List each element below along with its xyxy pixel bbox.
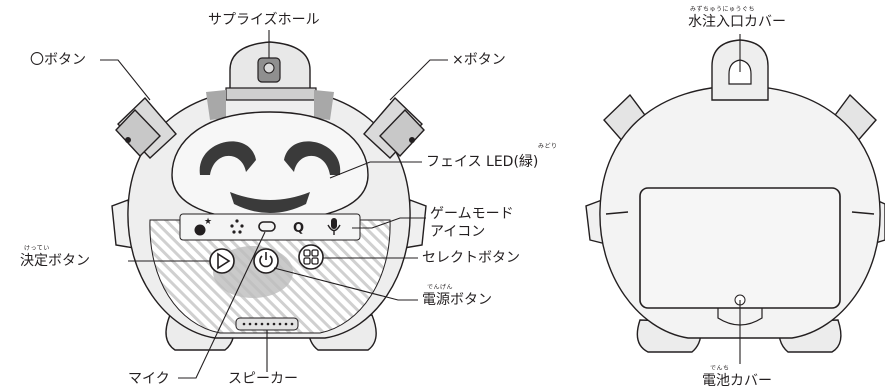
lead-power [273,267,418,301]
lead-x-button [389,59,448,101]
front-robot: ★ Q [111,41,427,351]
lead-mic [178,231,266,379]
top-collar [225,87,317,101]
lead-circle-button [100,59,151,101]
select-button[interactable] [298,244,324,270]
star-glyph: ★ [204,217,212,227]
ruby-water-inlet: みずちゅうにゅうぐち [690,6,756,13]
label-water-inlet-cover: 水注入口カバー [688,14,786,30]
play-icon [217,252,231,270]
ruby-power: でんげん [427,284,454,291]
left-arm [115,96,177,159]
back-robot [585,39,885,353]
right-shoulder-stripe [314,90,334,120]
lead-face-led [329,161,422,179]
label-face-led-paren: (緑) [513,154,539,170]
dots-icon [230,219,244,234]
mic-icon [327,218,341,235]
power-icon [259,252,273,268]
speaker-grille [235,317,299,331]
mode-icon-strip [179,213,361,241]
ruby-battery: でんち [710,365,730,372]
left-shoulder-stripe [206,90,226,120]
right-arm [363,96,425,159]
left-eye-led [199,141,256,175]
label-x-button: ×ボタン [452,52,506,68]
surprise-hole-knob [263,62,275,74]
label-game-mode-1: ゲームモード [430,206,514,222]
pill-icon [258,221,276,232]
label-face-led-text: フェイス LED [426,154,514,170]
back-left-slot [605,211,629,215]
label-power-button: 電源ボタン [422,292,492,308]
label-face-led: フェイス LED(緑) [426,154,538,170]
right-eye-led [284,141,341,175]
label-decide-button: 決定ボタン [20,253,90,269]
mouth-led [230,192,310,213]
label-battery-cover: 電池カバー [702,373,772,389]
grid-icon [303,249,319,265]
label-speaker: スピーカー [228,371,298,387]
label-surprise-hole: サプライズホール [208,12,320,28]
label-game-mode-2: アイコン [430,224,486,240]
power-button[interactable] [253,248,279,274]
bomb-star-icon [194,224,206,236]
label-circle-button: 〇ボタン [30,52,86,68]
back-right-slot [851,211,875,215]
label-select-button: セレクトボタン [422,250,520,266]
battery-cover[interactable] [639,187,841,309]
label-mic: マイク [128,371,170,387]
ruby-decide: けってい [24,245,50,252]
leader-lines [100,30,741,379]
lead-game-mode [352,217,426,229]
q-icon: Q [293,221,304,236]
ruby-face-led: みどり [538,143,558,150]
